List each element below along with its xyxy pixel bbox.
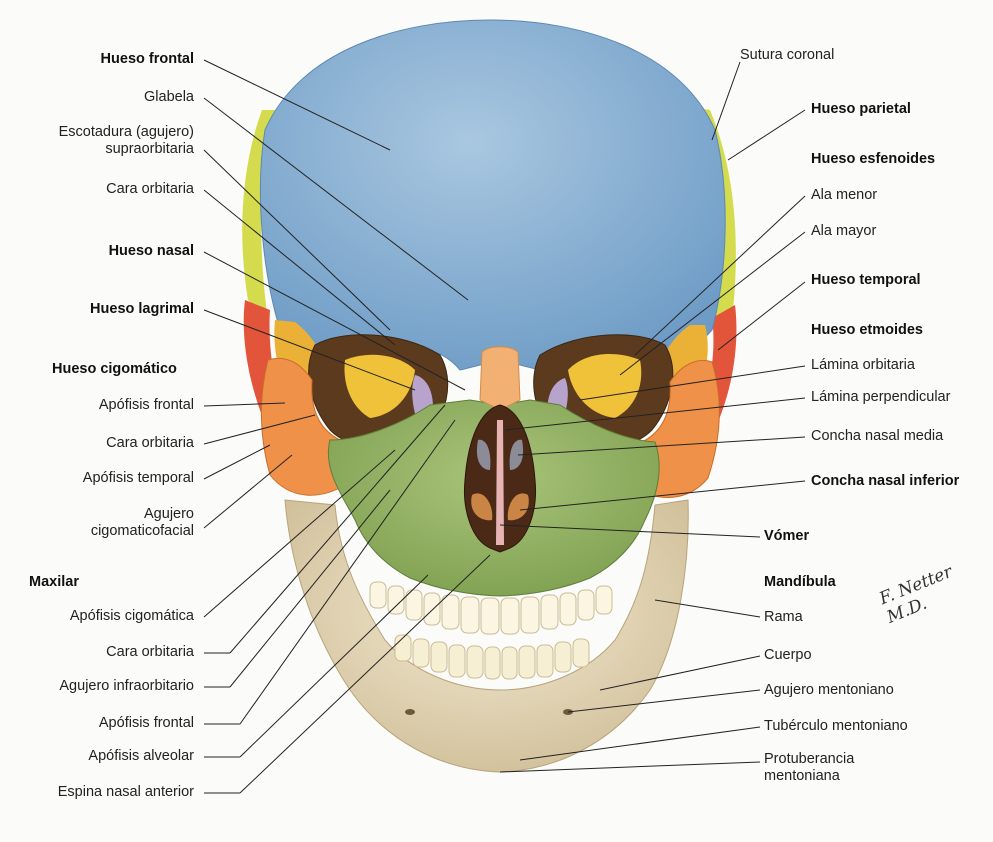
label-agujero-cig-line1: Agujero — [144, 506, 194, 522]
label-hueso-nasal: Hueso nasal — [108, 243, 194, 259]
nasal-bone — [479, 346, 521, 411]
label-vomer: Vómer — [764, 528, 810, 544]
label-concha-nasal-inferior: Concha nasal inferior — [811, 473, 960, 489]
label-agujero-mentoniano: Agujero mentoniano — [764, 682, 894, 698]
label-apofisis-cigomatica: Apófisis cigomática — [69, 608, 194, 624]
label-agujero-cig-line2: cigomaticofacial — [90, 523, 194, 539]
label-escotadura-line2: supraorbitaria — [105, 141, 194, 157]
label-cuerpo: Cuerpo — [764, 647, 812, 663]
label-ala-menor: Ala menor — [811, 187, 878, 203]
label-agujero-cigomaticofacial: Agujero cigomaticofacial — [91, 506, 194, 540]
label-hueso-etmoides: Hueso etmoides — [811, 322, 923, 338]
inferior-concha-right — [507, 493, 529, 521]
middle-concha-right — [509, 439, 524, 470]
label-glabela: Glabela — [144, 89, 194, 105]
label-apofisis-frontal-cig: Apófisis frontal — [98, 397, 194, 413]
label-rama: Rama — [764, 609, 803, 625]
label-hueso-frontal: Hueso frontal — [100, 51, 194, 67]
label-concha-nasal-media: Concha nasal media — [811, 428, 944, 444]
label-cara-orbitaria-cig: Cara orbitaria — [106, 435, 194, 451]
label-mandibula: Mandíbula — [764, 574, 836, 590]
vomer-bone — [496, 420, 504, 545]
parietal-bone-left — [242, 110, 275, 320]
label-hueso-temporal: Hueso temporal — [811, 272, 921, 288]
label-protuberancia-mentoniana: Protuberancia mentoniana — [764, 751, 854, 785]
label-apofisis-frontal-max: Apófisis frontal — [98, 715, 194, 731]
label-agujero-infraorbitario: Agujero infraorbitario — [59, 678, 194, 694]
label-cara-orbitaria-frontal: Cara orbitaria — [106, 181, 194, 197]
label-hueso-lagrimal: Hueso lagrimal — [90, 301, 194, 317]
label-hueso-esfenoides: Hueso esfenoides — [811, 151, 936, 167]
label-sutura-coronal: Sutura coronal — [740, 47, 835, 63]
label-escotadura-line1: Escotadura (agujero) — [58, 124, 194, 140]
mental-foramen-left — [405, 709, 415, 715]
label-apofisis-alveolar: Apófisis alveolar — [88, 748, 194, 764]
sphenoid-orbit-right — [568, 354, 642, 418]
label-escotadura-supraorbitaria: Escotadura (agujero) supraorbitaria — [59, 124, 194, 158]
middle-concha-left — [476, 439, 491, 470]
label-lamina-orbitaria: Lámina orbitaria — [811, 357, 915, 373]
sphenoid-orbit-left — [344, 354, 415, 418]
label-ala-mayor: Ala mayor — [811, 223, 877, 239]
label-tuberculo-mentoniano: Tubérculo mentoniano — [764, 718, 908, 734]
leader-lines-left — [203, 59, 491, 794]
upper-teeth — [369, 581, 613, 635]
label-cara-orbitaria-max: Cara orbitaria — [106, 644, 194, 660]
lower-teeth — [394, 634, 590, 680]
label-lamina-perpendicular: Lámina perpendicular — [811, 389, 951, 405]
label-protuberancia-line2: mentoniana — [764, 768, 840, 784]
label-apofisis-temporal: Apófisis temporal — [82, 470, 194, 486]
label-protuberancia-line1: Protuberancia — [764, 751, 855, 767]
leader-lines-right — [499, 61, 806, 773]
label-espina-nasal-anterior: Espina nasal anterior — [57, 784, 194, 800]
label-hueso-parietal: Hueso parietal — [811, 101, 911, 117]
label-maxilar: Maxilar — [29, 574, 79, 590]
inferior-concha-left — [471, 493, 493, 521]
label-hueso-cigomatico: Hueso cigomático — [52, 361, 177, 377]
